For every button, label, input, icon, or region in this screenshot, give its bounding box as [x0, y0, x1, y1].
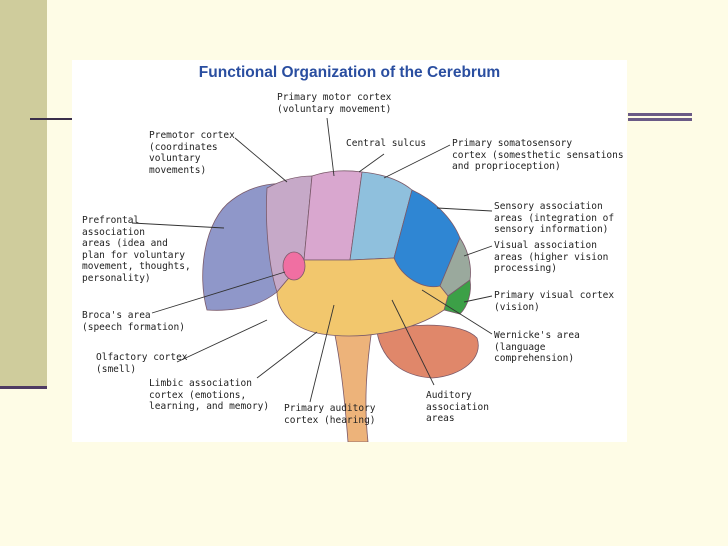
leader-sensory-association — [436, 207, 493, 212]
leader-lines — [131, 117, 493, 403]
label-auditory-association: Auditory association areas — [426, 390, 489, 424]
temporal-lobe-region — [276, 257, 449, 337]
label-brocas-area: Broca's area (speech formation) — [82, 310, 185, 333]
slide-rule-right — [628, 113, 692, 127]
label-primary-somatosensory-cortex: Primary somatosensory cortex (somestheti… — [452, 138, 624, 172]
brocas-area-region — [282, 251, 306, 281]
label-central-sulcus: Central sulcus — [346, 138, 427, 149]
label-olfactory-cortex: Olfactory cortex (smell) — [96, 352, 188, 375]
leader-limbic — [256, 331, 318, 379]
leader-brocas — [151, 271, 286, 314]
leader-auditory-association — [391, 299, 435, 386]
leader-premotor — [234, 137, 288, 183]
leader-somatosensory — [383, 144, 451, 179]
label-primary-motor-cortex: Primary motor cortex (voluntary movement… — [277, 92, 392, 115]
label-wernickes-area: Wernicke's area (language comprehension) — [494, 330, 580, 364]
slide-side-bar — [0, 0, 47, 388]
leader-primary-visual — [463, 295, 493, 303]
brainstem-region — [333, 327, 373, 442]
label-primary-visual-cortex: Primary visual cortex (vision) — [494, 290, 615, 313]
leader-central-sulcus — [358, 153, 385, 173]
cerebellum-region — [376, 324, 479, 379]
label-limbic-association: Limbic association cortex (emotions, lea… — [149, 378, 270, 412]
label-premotor-cortex: Premotor cortex (coordinates voluntary m… — [149, 130, 235, 176]
visual-cortex-region — [443, 279, 471, 315]
label-prefrontal-association: Prefrontal association areas (idea and p… — [82, 215, 191, 284]
label-primary-auditory-cortex: Primary auditory cortex (hearing) — [284, 403, 376, 426]
leader-primary-motor — [326, 117, 335, 177]
figure-title: Functional Organization of the Cerebrum — [198, 64, 501, 81]
leader-visual-association — [463, 245, 493, 257]
brain-diagram — [131, 117, 493, 442]
label-sensory-association: Sensory association areas (integration o… — [494, 201, 615, 235]
slide-rule-left — [30, 118, 76, 120]
leader-prefrontal — [131, 222, 225, 229]
leader-olfactory — [176, 319, 268, 363]
leader-primary-auditory — [309, 304, 335, 403]
leader-wernickes — [421, 289, 493, 335]
brain-regions — [202, 170, 479, 442]
cerebrum-figure: Functional Organization of the Cerebrum … — [72, 60, 627, 442]
slide-side-bar-base — [0, 386, 47, 389]
label-visual-association: Visual association areas (higher vision … — [494, 240, 609, 274]
